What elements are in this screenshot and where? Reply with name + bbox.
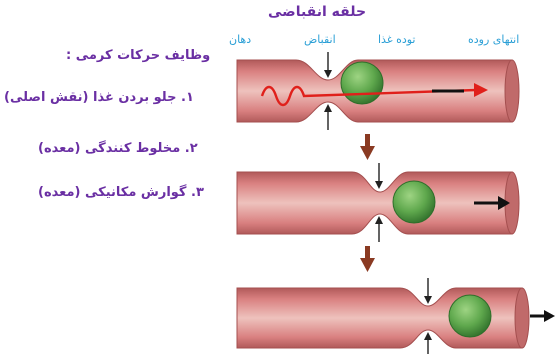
tube-stage-2 [237, 163, 519, 242]
food-bolus-3 [449, 295, 491, 337]
food-bolus-2 [393, 181, 435, 223]
tube-stage-1 [237, 52, 519, 130]
down-arrow [360, 246, 375, 272]
food-bolus-1 [341, 62, 383, 104]
tube-stage-3 [237, 278, 555, 354]
down-arrow [360, 134, 375, 160]
